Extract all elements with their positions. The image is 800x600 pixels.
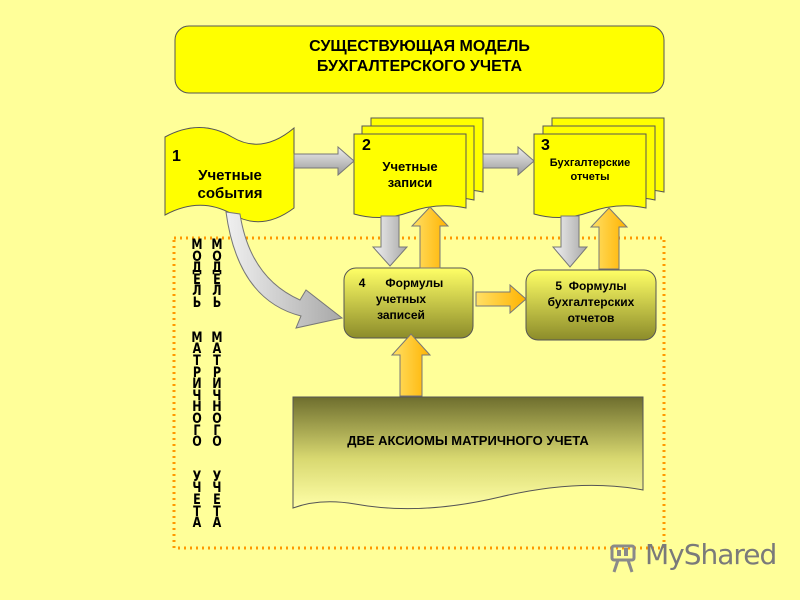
vertical-letter: О <box>212 434 222 451</box>
vertical-letter: Н <box>212 399 222 416</box>
axioms-label: ДВЕ АКСИОМЫ МАТРИЧНОГО УЧЕТА <box>347 433 589 448</box>
vertical-letter: А <box>192 341 202 358</box>
vertical-letter: У <box>192 468 202 485</box>
vertical-letter: О <box>192 248 202 265</box>
arrow-4-to-5 <box>475 283 527 315</box>
vertical-letter: Ь <box>192 294 202 311</box>
arrow-3-down-to-5 <box>551 215 589 268</box>
vertical-letter: М <box>211 329 223 346</box>
vertical-letter: Н <box>192 399 202 416</box>
node-3-number: 3 <box>541 137 550 154</box>
node-5-line-1: 5 Формулы <box>555 279 627 293</box>
node-2-line-2: записи <box>387 175 433 190</box>
vertical-letter: Ч <box>192 480 202 497</box>
vertical-letter: У <box>212 468 222 485</box>
node-3-line-1: Бухгалтерские <box>549 157 631 169</box>
node-1-number: 1 <box>172 148 181 165</box>
node-5-line-3: отчетов <box>567 311 615 325</box>
vertical-letter: Д <box>191 260 202 277</box>
watermark-text: MyShared <box>645 538 777 571</box>
vertical-letter: Ч <box>192 387 202 404</box>
vertical-letter: Р <box>192 364 202 381</box>
vertical-letter: А <box>212 515 222 532</box>
arrow-1-curve-to-4 <box>225 211 344 329</box>
node-3-shape <box>533 117 665 218</box>
arrow-2-to-3 <box>482 145 535 177</box>
vertical-letter: Е <box>213 271 221 288</box>
vertical-letter: А <box>192 515 202 532</box>
watermark-logo-icon <box>610 544 636 573</box>
axioms-shape <box>292 396 644 510</box>
vertical-letter: Е <box>193 492 201 509</box>
vertical-letter: Ч <box>212 387 222 404</box>
node-2-line-1: Учетные <box>382 159 438 174</box>
arrow-2-down-to-4 <box>371 215 409 267</box>
arrow-5-up-to-3 <box>589 207 629 270</box>
vertical-letter: М <box>211 237 223 253</box>
node-1-shape <box>164 126 295 223</box>
vertical-letter: Т <box>193 503 201 520</box>
vertical-letter: Е <box>193 271 201 288</box>
vertical-letter: О <box>192 434 202 451</box>
node-4-line-2: учетных <box>375 292 427 306</box>
vertical-letter: Е <box>213 492 221 509</box>
node-3-line-2: отчеты <box>570 171 610 183</box>
vertical-letter: И <box>212 376 222 393</box>
vertical-letter: Ч <box>212 480 222 497</box>
vertical-letter: М <box>191 329 203 346</box>
vertical-letter: И <box>192 376 202 393</box>
node-4-line-1: 4 Формулы <box>358 276 444 290</box>
vertical-letter: Д <box>212 260 223 277</box>
node-1-line-1: Учетные <box>198 167 262 184</box>
vertical-letter: Т <box>213 352 221 369</box>
matrix-model-frame <box>172 236 666 550</box>
vertical-letter: Г <box>193 422 201 439</box>
header-title-line-2: БУХГАЛТЕРСКОГО УЧЕТА <box>316 58 523 75</box>
vertical-letter: Л <box>192 283 202 300</box>
vertical-letter: М <box>191 237 203 253</box>
node-2-number: 2 <box>362 137 371 154</box>
vertical-letter: А <box>212 341 222 358</box>
vertical-letter: О <box>212 248 222 265</box>
node-2-shape <box>353 117 484 218</box>
vertical-letter: О <box>192 410 202 427</box>
header-box <box>174 25 665 94</box>
vertical-letter: Т <box>213 503 221 520</box>
vertical-letter: О <box>212 410 222 427</box>
arrow-axioms-up-to-4 <box>390 333 432 397</box>
node-1-line-2: события <box>197 185 263 202</box>
vertical-letter: Л <box>212 283 222 300</box>
node-5-line-2: бухгалтерских <box>547 295 635 309</box>
vertical-letter: Г <box>213 422 221 439</box>
node-5-box <box>525 269 657 341</box>
vertical-letter: Т <box>193 352 201 369</box>
header-title-line-1: СУЩЕСТВУЮЩАЯ МОДЕЛЬ <box>309 38 530 55</box>
vertical-letter: Ь <box>212 294 222 311</box>
arrow-1-to-2 <box>293 145 355 177</box>
arrow-4-up-to-2 <box>410 206 450 269</box>
node-4-line-3: записей <box>377 308 425 322</box>
vertical-letter: Р <box>212 364 222 381</box>
